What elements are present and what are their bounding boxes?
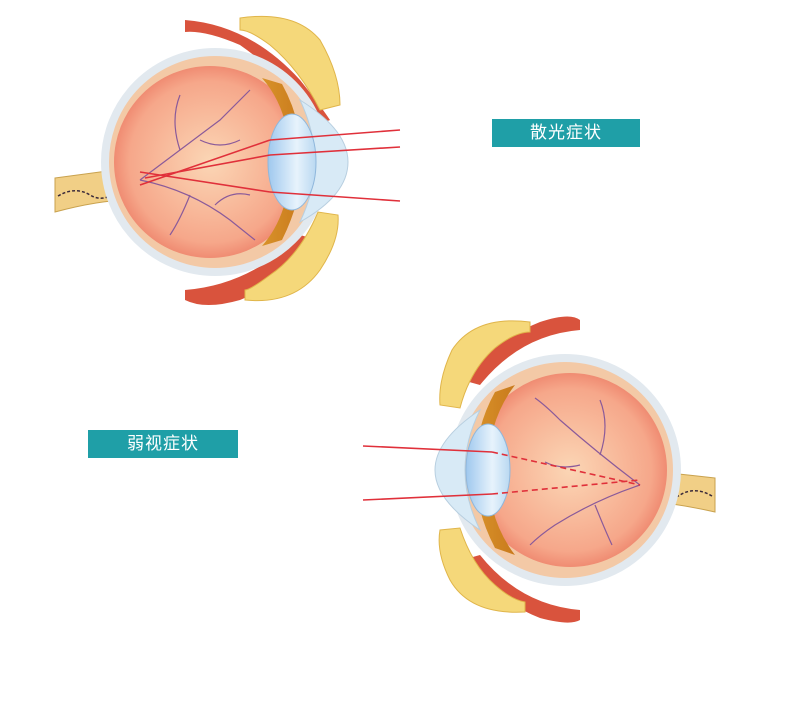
cornea-bottom <box>434 408 482 532</box>
astigmatism-label: 散光症状 <box>492 119 640 147</box>
rays-bottom <box>362 445 641 501</box>
lens-top <box>267 113 317 211</box>
retina-top <box>114 66 306 258</box>
lower-fat-top <box>244 211 339 302</box>
upper-fat-bottom <box>439 320 531 409</box>
lower-muscle-top <box>185 235 318 305</box>
rays-top <box>139 129 401 202</box>
lower-muscle-bottom <box>462 555 580 623</box>
amblyopia-label: 弱视症状 <box>88 430 238 458</box>
vessels-top <box>139 89 256 241</box>
eye-bottom <box>362 316 716 623</box>
upper-muscle-bottom <box>462 316 580 385</box>
lens-bottom <box>465 423 511 517</box>
lower-fat-bottom <box>438 527 526 613</box>
upper-fat-top <box>239 15 341 111</box>
eye-top <box>54 15 401 305</box>
nerve-fiber-bottom <box>629 481 713 499</box>
